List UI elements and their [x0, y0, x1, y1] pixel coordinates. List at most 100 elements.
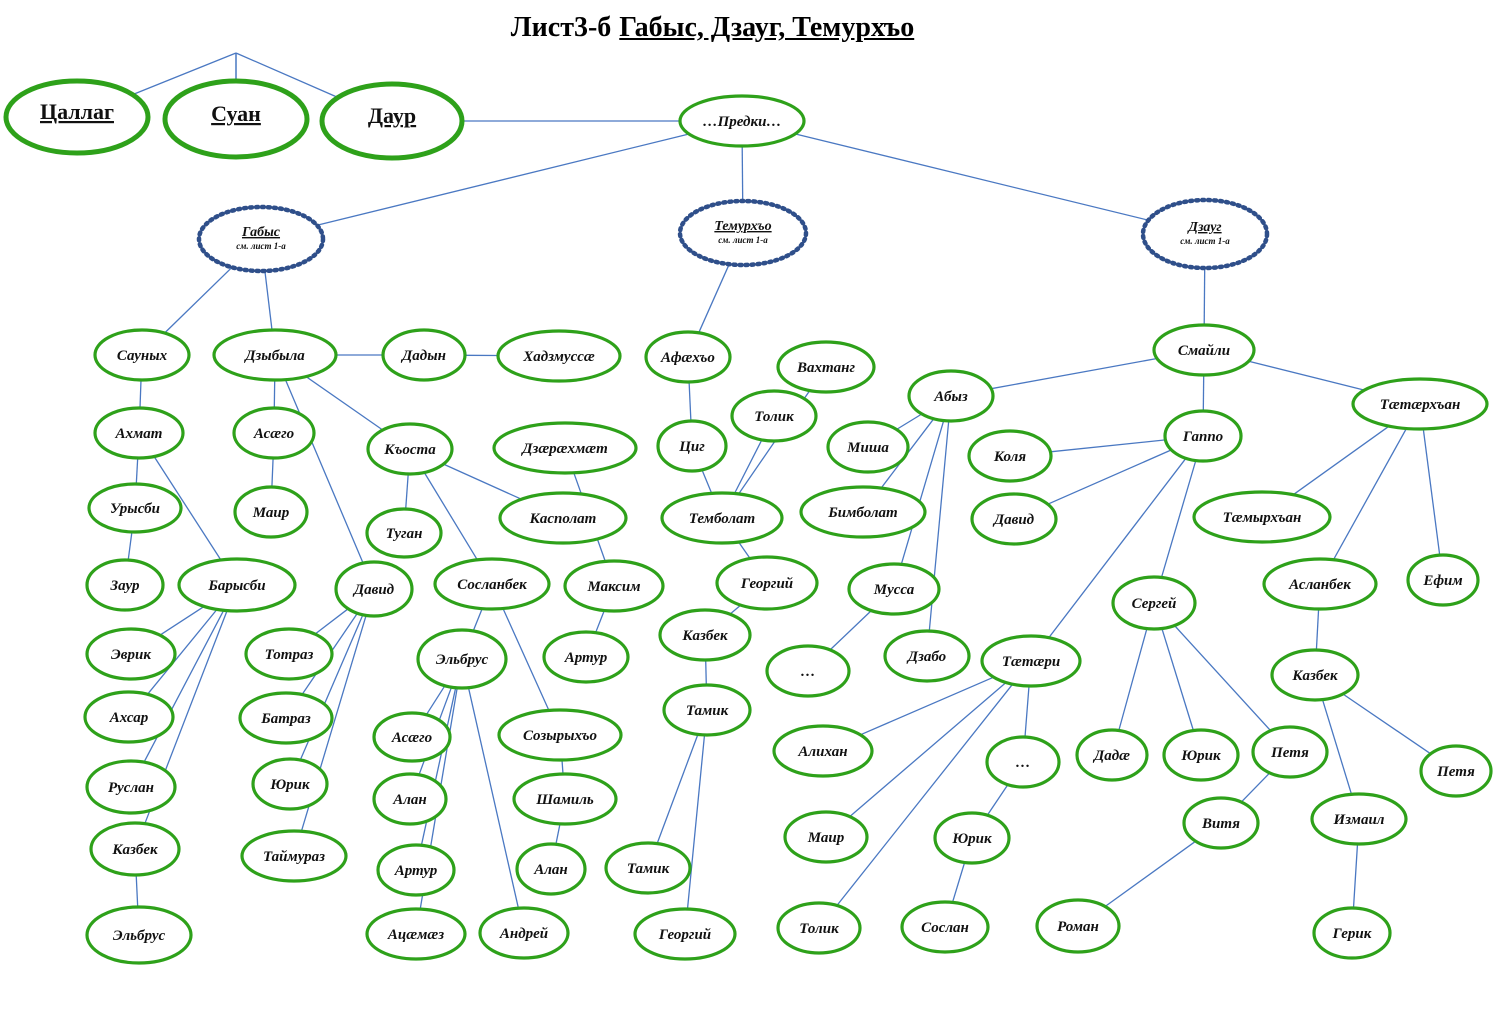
node-shape-daur [319, 81, 465, 161]
node-shape-mair2 [783, 810, 869, 864]
node-taetaeri: Тæтæри [980, 634, 1082, 688]
person-label: Урысби [110, 501, 160, 517]
edge-dots2-yurik2 [986, 784, 1009, 816]
node-akhsar: Ахсар [83, 690, 175, 744]
person-label: Ахсар [109, 710, 149, 726]
node-tembolat: Темболат [660, 491, 784, 545]
person-label: Миша [846, 440, 889, 456]
node-shape-kaspolat [498, 491, 628, 545]
node-mussa: Мусса [847, 562, 941, 616]
edge-dzybyla-david1 [284, 379, 364, 564]
node-ruslan: Руслан [85, 759, 177, 815]
person-label: Алихан [797, 744, 847, 760]
person-label: Герик [1332, 926, 1372, 942]
node-shape-tembolat [660, 491, 784, 545]
node-shape-petya1 [1251, 725, 1329, 779]
node-shape-georgiy1 [715, 555, 819, 611]
node-efim: Ефим [1406, 553, 1480, 607]
edge-kazbek3-petya2 [1342, 693, 1432, 755]
node-alan2: Алан [515, 842, 587, 896]
edge-barysbi-evrik [159, 605, 205, 636]
node-shape-akhsar [83, 690, 175, 744]
node-shape-asaego1 [232, 406, 316, 460]
node-dadyn: Дадын [381, 328, 467, 382]
clan-label: Суан [211, 101, 261, 126]
node-shape-khadzmusse [496, 329, 622, 383]
edge-gabys-saunykh [164, 266, 233, 334]
branch-label: Темурхъо [714, 219, 771, 234]
node-andrey: Андрей [478, 906, 570, 960]
node-dzabo: Дзабо [883, 629, 971, 683]
edge-smayli-taetaerkhyan [1248, 360, 1365, 391]
branch-ref-note: см. лист 1-а [1180, 236, 1230, 246]
node-ancestors: …Предки… [678, 94, 806, 148]
node-smayli: Смайли [1152, 323, 1256, 377]
node-soslan: Сослан [900, 900, 990, 954]
node-shape-alikhan [772, 724, 874, 778]
node-kyosta: Къоста [366, 422, 454, 476]
node-shape-izmail [1310, 792, 1408, 846]
person-label: Георгий [740, 576, 793, 592]
edge-david1-totraz [314, 608, 349, 635]
node-shape-batraz [238, 691, 334, 745]
person-label: Алан [533, 862, 568, 878]
edge-kyosta-tugan [405, 473, 409, 510]
node-shape-atsaemaz [365, 907, 467, 961]
node-saunykh: Сауных [93, 328, 191, 382]
edge-izmail-gerik [1352, 843, 1359, 909]
node-alikhan: Алихан [772, 724, 874, 778]
person-label: Маир [252, 505, 290, 521]
node-shape-urysbi [87, 482, 183, 534]
edge-aslanbek-kazbek3 [1315, 608, 1320, 651]
person-label: Казбек [111, 842, 158, 858]
person-label: Тæтæрхъан [1380, 397, 1461, 413]
node-tugan: Туган [365, 507, 443, 559]
node-shape-dots1 [765, 644, 851, 698]
node-daur: Даур [319, 81, 465, 161]
node-batraz: Батраз [238, 691, 334, 745]
node-shape-soslan [900, 900, 990, 954]
node-shape-tsig [656, 419, 728, 473]
edge-tsallag-hub [132, 52, 237, 96]
node-shape-david1 [334, 560, 414, 618]
edge-yurik2-soslan [951, 862, 966, 903]
person-label: Коля [993, 449, 1026, 465]
node-dadae: Дадæ [1075, 728, 1149, 782]
node-shape-gappo [1163, 409, 1243, 463]
edge-taetaerkhyan-taemyrkhyan [1292, 425, 1390, 496]
person-label: Артур [394, 863, 438, 879]
node-khadzmusse: Хадзмуссæ [496, 329, 622, 383]
branch-ref-note: см. лист 1-а [236, 241, 286, 251]
edge-sergey-yurik3 [1161, 628, 1195, 731]
node-shape-mussa [847, 562, 941, 616]
node-urysbi: Урысби [87, 482, 183, 534]
person-label: Тамик [627, 861, 670, 877]
node-shape-tamik2 [604, 841, 692, 895]
node-izmail: Измаил [1310, 792, 1408, 846]
node-tolik1: Толик [730, 389, 818, 443]
node-taymuraz: Таймураз [240, 829, 348, 883]
node-shape-asaego2 [372, 711, 452, 763]
node-shape-sozyrykhyo [497, 708, 623, 762]
person-label: Эльбрус [436, 652, 489, 668]
person-label: Руслан [108, 780, 154, 796]
node-shape-petya2 [1419, 744, 1493, 798]
edge-abyz-mussa [900, 420, 945, 565]
node-shape-soslanbek [433, 557, 551, 611]
node-afaekhyo: Афæхъо [644, 330, 732, 384]
person-label: Созырыхъо [523, 728, 597, 744]
node-kazbek2: Казбек [658, 608, 752, 662]
person-label: Сослан [921, 920, 969, 936]
edge-taetaeri-dots2 [1024, 685, 1030, 738]
title-main: Габыс, Дзауг, Темурхъо [619, 12, 915, 43]
edge-kyosta-kaspolat [443, 463, 522, 500]
edge-soslanbek-sozyrykhyo [502, 608, 550, 711]
edge-georgiy1-kazbek2 [729, 604, 742, 615]
node-shape-efim [1406, 553, 1480, 607]
node-taetaerkhyan: Тæтæрхъан [1351, 377, 1489, 431]
edge-tembolat-georgiy1 [738, 541, 751, 559]
node-dots1: … [765, 644, 851, 698]
node-shape-dzybyla [212, 328, 338, 382]
node-suan: Суан [162, 78, 310, 160]
node-aslanbek: Асланбек [1262, 557, 1378, 611]
